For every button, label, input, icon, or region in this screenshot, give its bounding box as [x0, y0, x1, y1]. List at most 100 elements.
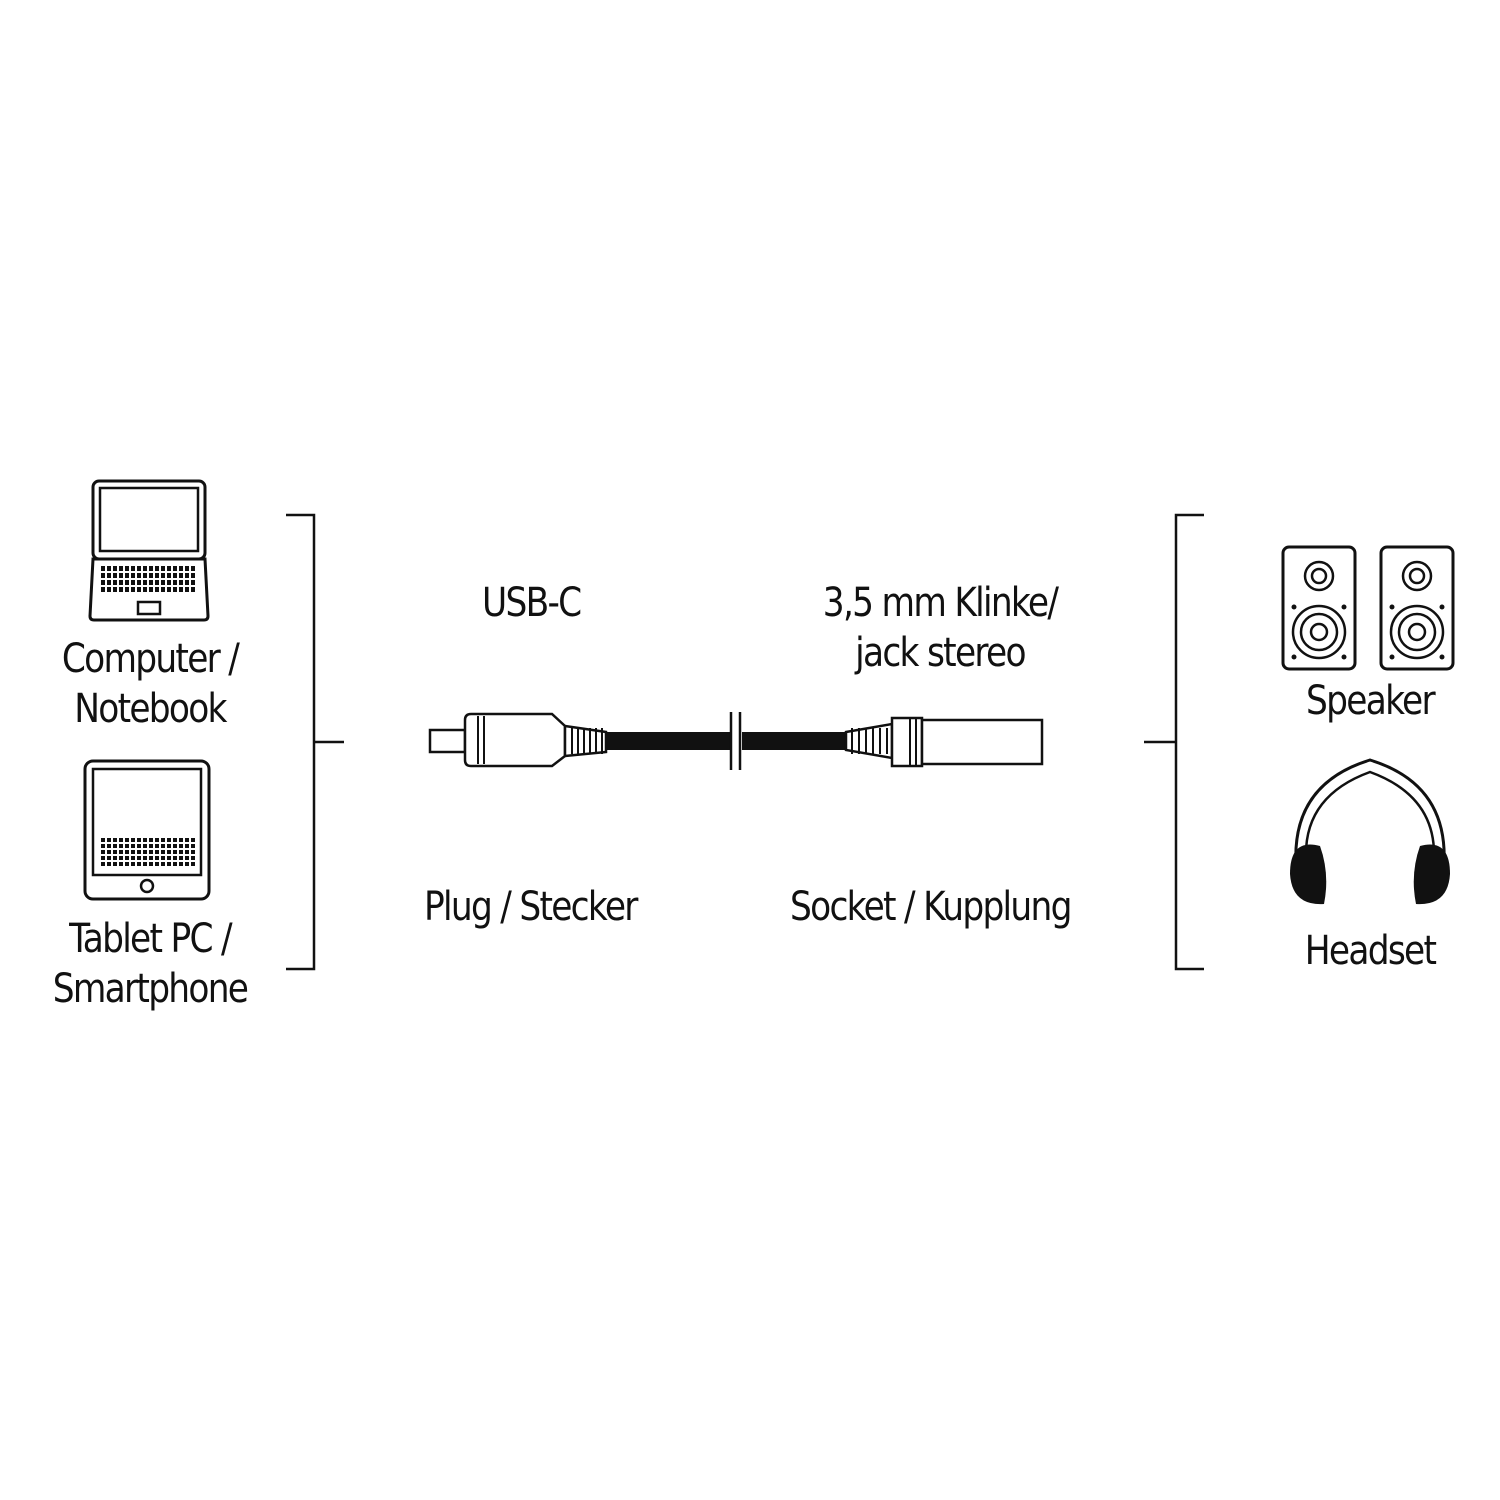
speaker-icon: [1281, 545, 1455, 671]
laptop-key: [173, 573, 177, 578]
laptop-key: [131, 573, 135, 578]
tablet-key: [149, 862, 153, 866]
laptop-key: [185, 580, 189, 585]
usb-c-plug-tip: [428, 728, 467, 754]
tablet-key: [131, 856, 135, 860]
laptop-key: [143, 566, 147, 571]
tablet-key: [161, 844, 165, 848]
laptop-key: [173, 580, 177, 585]
tablet-key: [107, 856, 111, 860]
tablet-key: [149, 850, 153, 854]
speaker-label: Speaker: [1306, 678, 1436, 724]
laptop-icon: [88, 479, 210, 622]
laptop-key: [191, 573, 195, 578]
tablet-key: [101, 856, 105, 860]
tablet-key: [191, 856, 195, 860]
tablet-key: [149, 844, 153, 848]
laptop-key: [149, 587, 153, 592]
tablet-key: [119, 850, 123, 854]
tablet-key: [119, 844, 123, 848]
plug-connector-label: USB-C: [482, 580, 582, 626]
tablet-key: [167, 862, 171, 866]
left-bracket: [286, 513, 344, 971]
laptop-key: [107, 573, 111, 578]
tablet-key: [173, 856, 177, 860]
tablet-key: [191, 862, 195, 866]
laptop-key: [131, 566, 135, 571]
laptop-key: [149, 566, 153, 571]
tablet-key: [167, 844, 171, 848]
tablet-key: [101, 862, 105, 866]
socket-connector-label-line2: jack stereo: [855, 630, 1026, 676]
laptop-key: [125, 573, 129, 578]
usb-c-to-jack-cable: [428, 712, 1044, 770]
laptop-key: [173, 587, 177, 592]
tablet-key: [113, 844, 117, 848]
tablet-key: [179, 838, 183, 842]
tablet-key: [179, 844, 183, 848]
laptop-key: [191, 587, 195, 592]
tablet-key: [143, 856, 147, 860]
tablet-key: [125, 856, 129, 860]
laptop-key: [179, 573, 183, 578]
laptop-key: [107, 580, 111, 585]
tablet-key: [191, 850, 195, 854]
tablet-key: [161, 862, 165, 866]
tablet-key: [143, 850, 147, 854]
usb-c-plug-body: [463, 712, 567, 768]
laptop-key: [125, 580, 129, 585]
laptop-key: [167, 566, 171, 571]
laptop-key: [161, 580, 165, 585]
laptop-key: [131, 580, 135, 585]
tablet-key: [137, 856, 141, 860]
laptop-key: [149, 580, 153, 585]
tablet-label-line1: Tablet PC /: [69, 916, 232, 962]
tablet-key: [125, 844, 129, 848]
tablet-key: [101, 838, 105, 842]
laptop-key: [137, 580, 141, 585]
tablet-key: [161, 856, 165, 860]
laptop-key: [113, 566, 117, 571]
tablet-key: [119, 838, 123, 842]
laptop-key: [191, 580, 195, 585]
tablet-key: [173, 838, 177, 842]
tablet-key: [143, 862, 147, 866]
laptop-key: [173, 566, 177, 571]
laptop-key: [107, 587, 111, 592]
tablet-icon: [83, 759, 211, 901]
cable-left-segment: [606, 732, 730, 750]
tablet-key: [137, 838, 141, 842]
tablet-key: [179, 850, 183, 854]
tablet-key: [143, 844, 147, 848]
tablet-key: [167, 856, 171, 860]
laptop-key: [137, 566, 141, 571]
laptop-key: [167, 580, 171, 585]
tablet-key: [173, 862, 177, 866]
tablet-key: [131, 838, 135, 842]
tablet-key: [149, 856, 153, 860]
laptop-key: [131, 587, 135, 592]
laptop-key: [113, 580, 117, 585]
laptop-key: [119, 580, 123, 585]
tablet-key: [185, 862, 189, 866]
laptop-key: [185, 587, 189, 592]
laptop-key: [167, 587, 171, 592]
cable-length-break: [729, 712, 742, 770]
tablet-key: [131, 862, 135, 866]
laptop-key: [161, 587, 165, 592]
laptop-key: [143, 580, 147, 585]
tablet-key: [131, 844, 135, 848]
tablet-key: [161, 850, 165, 854]
plug-type-label: Plug / Stecker: [424, 884, 638, 930]
laptop-key: [137, 573, 141, 578]
laptop-key: [167, 573, 171, 578]
tablet-key: [179, 862, 183, 866]
tablet-key: [161, 838, 165, 842]
laptop-key: [107, 566, 111, 571]
laptop-key: [119, 566, 123, 571]
laptop-key: [101, 573, 105, 578]
tablet-key: [155, 844, 159, 848]
tablet-label-line2: Smartphone: [52, 966, 249, 1012]
laptop-key: [179, 566, 183, 571]
laptop-key: [161, 566, 165, 571]
